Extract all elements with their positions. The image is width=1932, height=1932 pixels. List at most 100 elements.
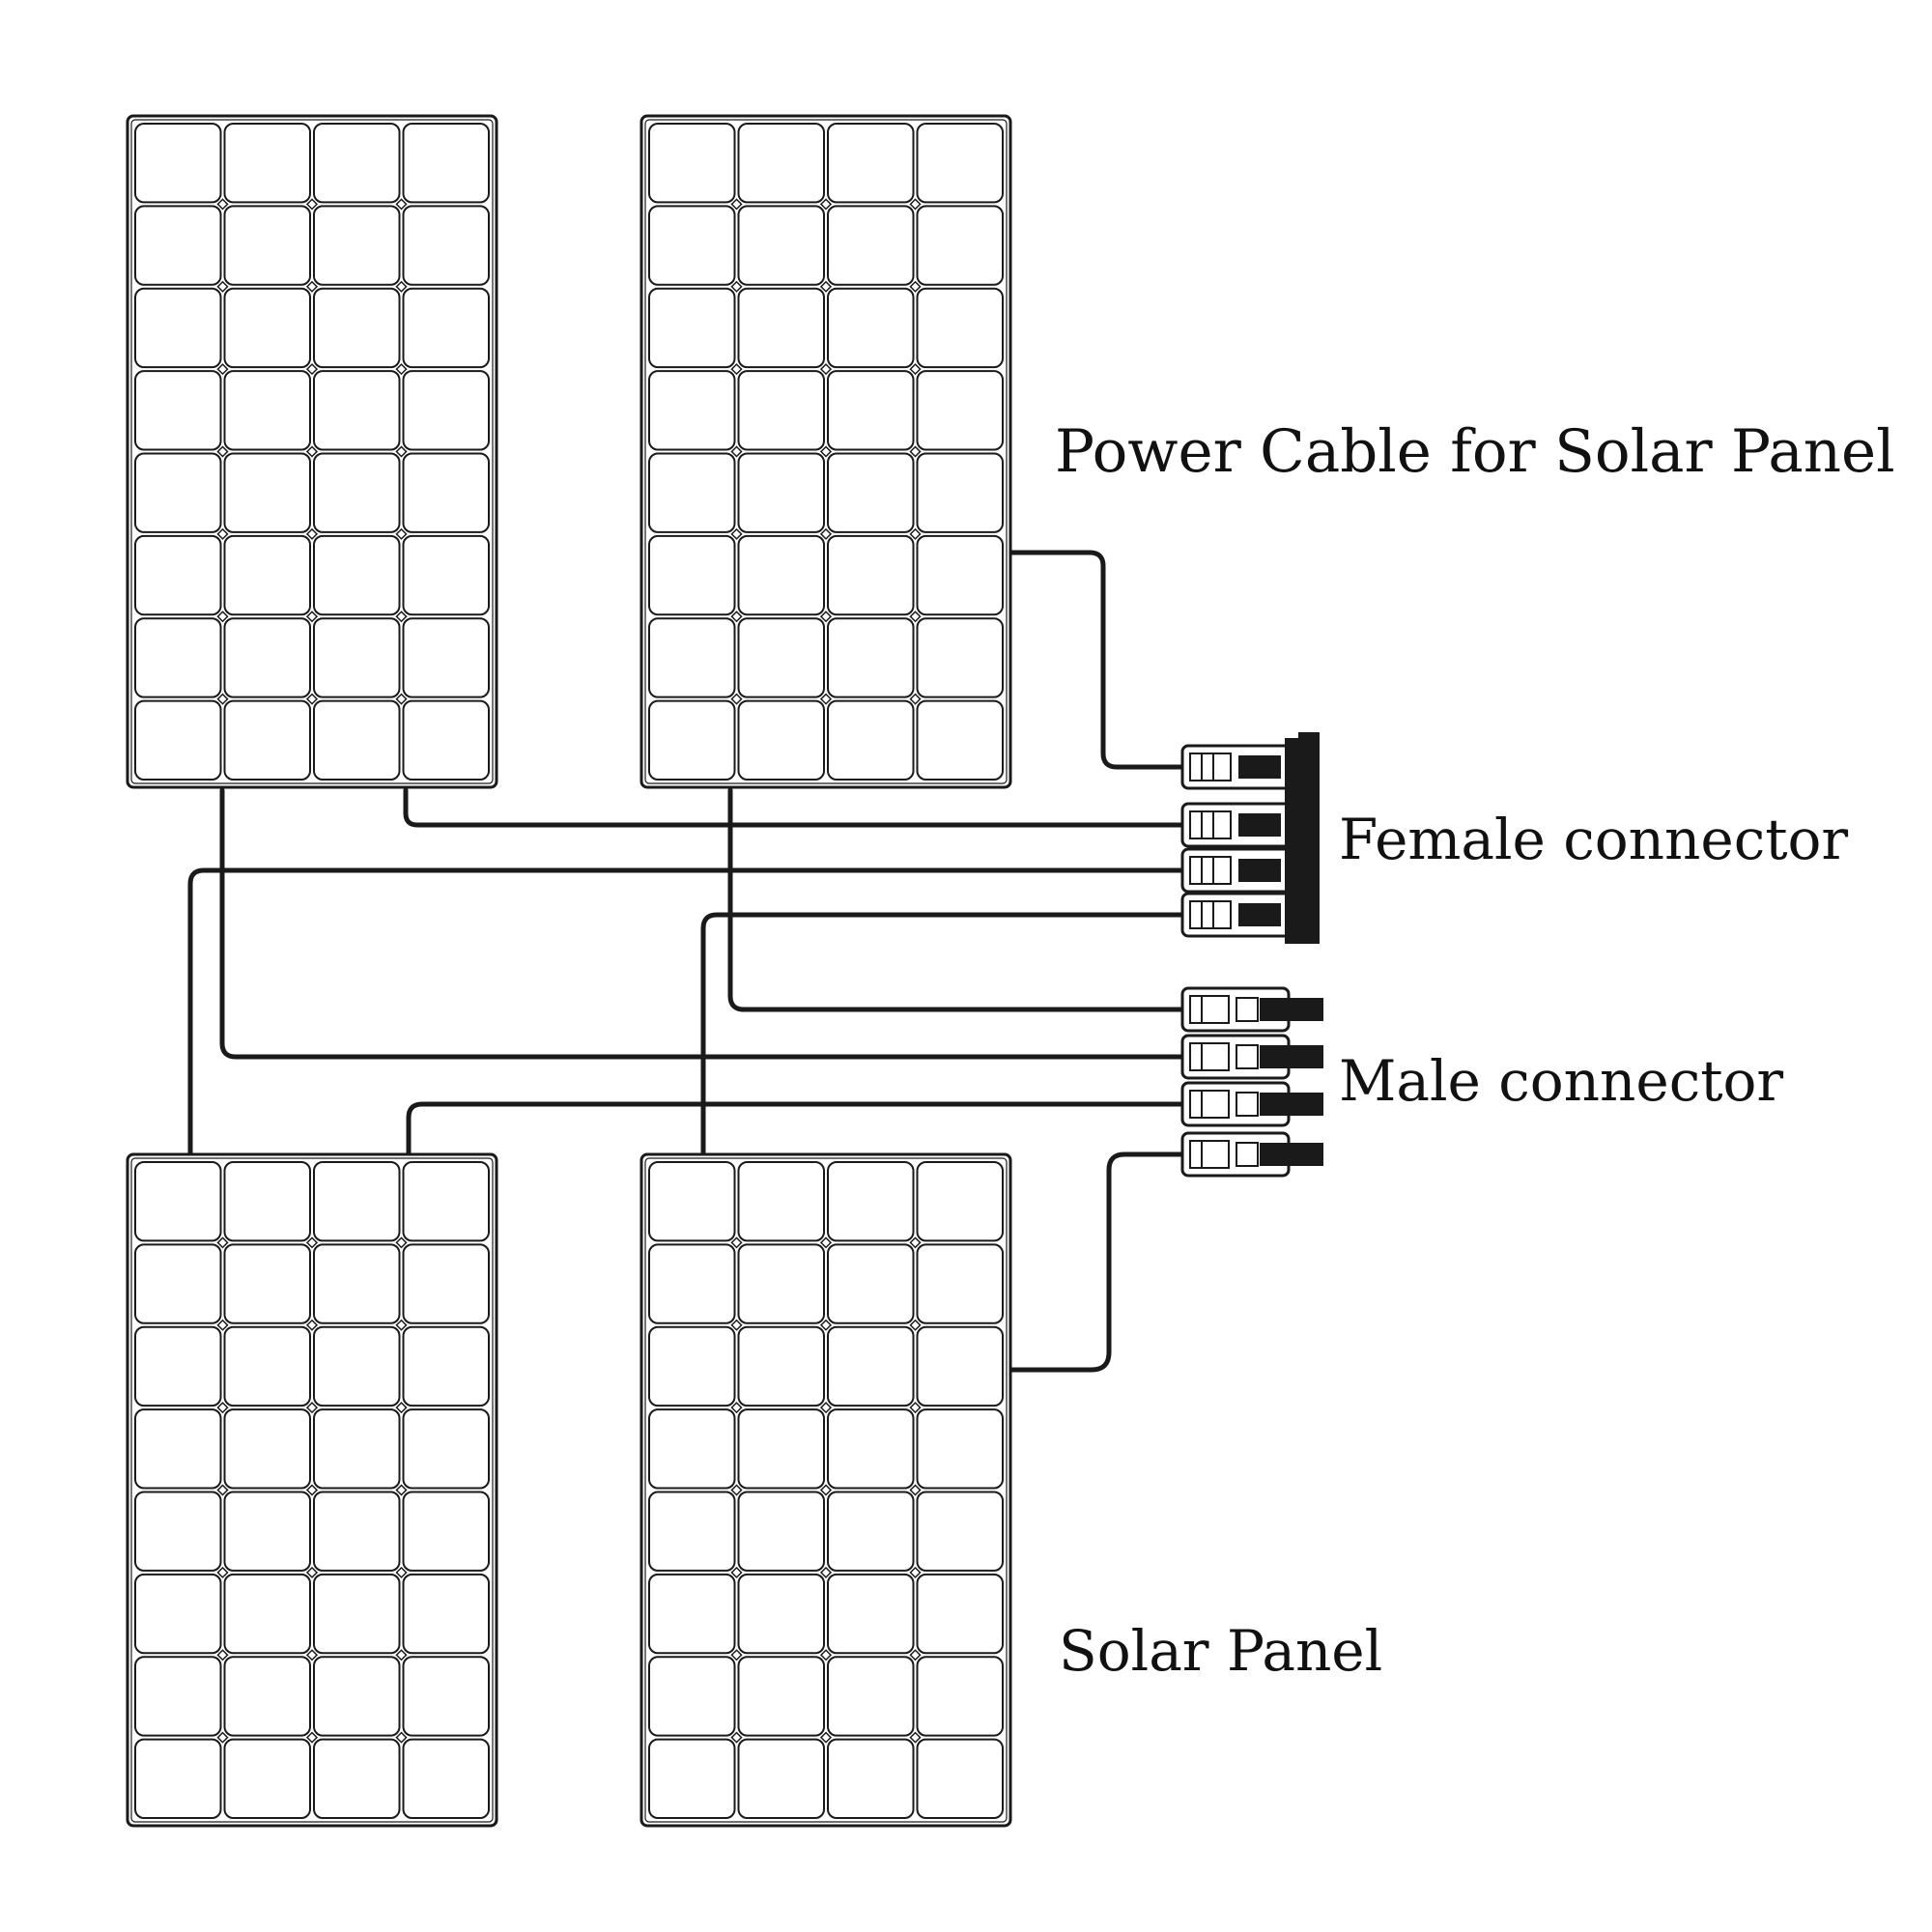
solar-cell: [223, 1738, 311, 1819]
solar-cell: [402, 205, 490, 286]
cell-junction: [730, 280, 743, 293]
connector-socket: [1285, 886, 1320, 944]
solar-cell: [402, 1325, 490, 1407]
solar-cell: [916, 1573, 1004, 1655]
solar-cell: [402, 287, 490, 369]
solar-cell: [737, 699, 825, 781]
solar-cell: [648, 1161, 736, 1242]
cell-junction: [819, 1566, 833, 1578]
connector-latch: [1189, 1090, 1230, 1119]
solar-panel-bottom-right: [639, 1152, 1012, 1828]
cell-junction: [909, 280, 922, 293]
solar-cell: [916, 699, 1004, 781]
solar-cell: [134, 1491, 222, 1572]
solar-cell: [313, 1491, 401, 1572]
solar-cell: [737, 1573, 825, 1655]
female-connector-3: [1180, 836, 1320, 899]
solar-cell: [402, 617, 490, 698]
cell-junction: [305, 527, 319, 540]
connector-window: [1236, 1044, 1259, 1069]
solar-cell: [313, 1243, 401, 1324]
solar-cell: [402, 123, 490, 204]
panel-inner-frame: [644, 1157, 1008, 1823]
solar-panel-bottom-left: [126, 1152, 498, 1828]
solar-cell: [402, 1161, 490, 1242]
cell-junction: [216, 1566, 229, 1578]
cell-junction: [305, 1649, 319, 1662]
connector-window: [1236, 1092, 1259, 1117]
cell-junction: [305, 1236, 319, 1249]
cell-junction: [395, 693, 408, 705]
solar-cell: [134, 1656, 222, 1737]
solar-cell: [134, 452, 222, 533]
solar-cell: [648, 617, 736, 698]
solar-cell: [648, 1573, 736, 1655]
solar-cell: [223, 1573, 311, 1655]
cell-junction: [819, 693, 833, 705]
cell-junction: [909, 363, 922, 376]
panel-inner-frame: [644, 119, 1008, 784]
solar-cell: [313, 1408, 401, 1490]
cell-junction: [395, 1731, 408, 1744]
solar-cell: [134, 1325, 222, 1407]
solar-cell: [827, 370, 915, 451]
male-connector-label: Male connector: [1339, 1048, 1784, 1114]
cell-junction: [395, 445, 408, 458]
cell-junction: [216, 693, 229, 705]
solar-cell: [648, 123, 736, 204]
solar-cell: [134, 123, 222, 204]
solar-cell: [737, 1738, 825, 1819]
solar-cell: [648, 287, 736, 369]
cell-junction: [216, 527, 229, 540]
solar-cell: [402, 452, 490, 533]
solar-cell: [223, 205, 311, 286]
solar-cell: [916, 1243, 1004, 1324]
connector-pin: [1260, 1143, 1323, 1166]
cell-junction: [216, 1402, 229, 1414]
cell-junction: [395, 1236, 408, 1249]
solar-cell: [737, 1161, 825, 1242]
power-cable: [700, 912, 1187, 1157]
cell-junction: [305, 445, 319, 458]
solar-cell: [737, 534, 825, 616]
power-cable: [219, 787, 1187, 1060]
solar-cell: [648, 452, 736, 533]
solar-cell: [313, 534, 401, 616]
solar-cell: [223, 1325, 311, 1407]
solar-cell: [648, 1738, 736, 1819]
solar-cell: [134, 617, 222, 698]
cell-junction: [819, 527, 833, 540]
power-cable: [403, 787, 1187, 828]
solar-cell: [827, 123, 915, 204]
cell-junction: [216, 198, 229, 211]
female-connector-4: [1180, 880, 1320, 944]
cell-junction: [395, 280, 408, 293]
connector-sleeve: [1238, 903, 1281, 926]
cell-junction: [909, 445, 922, 458]
connector-clip: [1298, 790, 1320, 802]
solar-cell: [134, 287, 222, 369]
cell-junction: [216, 1319, 229, 1331]
solar-cell: [648, 1325, 736, 1407]
solar-cell: [737, 205, 825, 286]
solar-cell: [402, 370, 490, 451]
cell-junction: [819, 280, 833, 293]
solar-cell: [827, 1491, 915, 1572]
solar-cell: [134, 1161, 222, 1242]
solar-cell: [134, 1408, 222, 1490]
solar-cell: [916, 123, 1004, 204]
cell-junction: [819, 1319, 833, 1331]
solar-cell: [916, 287, 1004, 369]
solar-cell: [134, 370, 222, 451]
solar-cell: [827, 617, 915, 698]
cell-junction: [216, 280, 229, 293]
cell-junction: [730, 1402, 743, 1414]
solar-cell: [648, 1408, 736, 1490]
solar-cell: [916, 534, 1004, 616]
connector-latch: [1189, 1042, 1230, 1071]
solar-cell: [916, 1325, 1004, 1407]
connector-layer: [1180, 732, 1323, 1178]
cell-junction: [730, 693, 743, 705]
connector-pin: [1260, 998, 1323, 1021]
cell-junction: [909, 1402, 922, 1414]
